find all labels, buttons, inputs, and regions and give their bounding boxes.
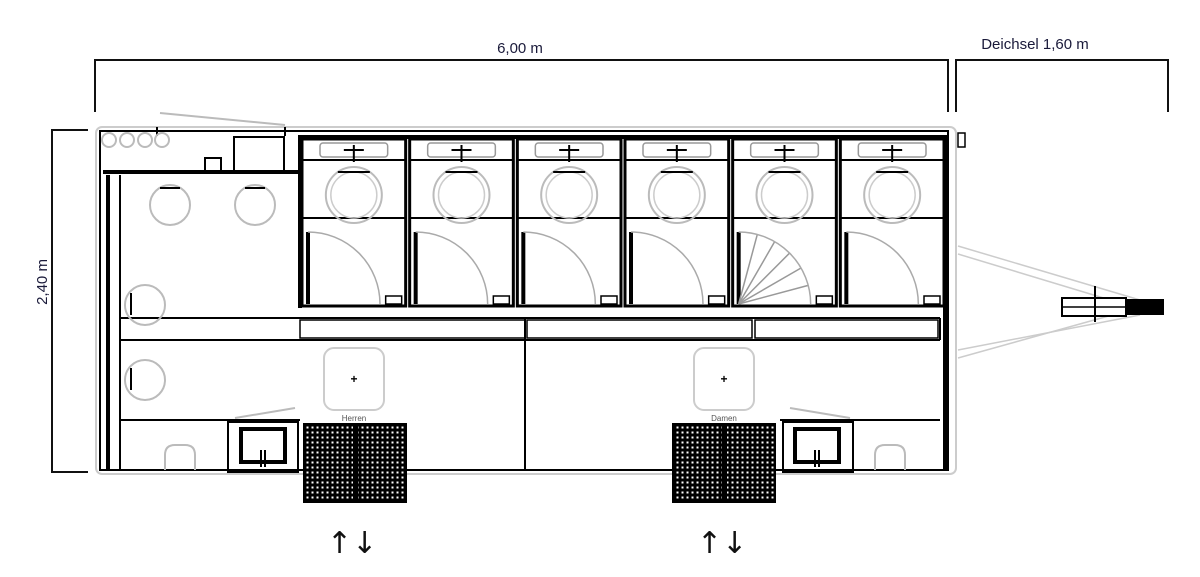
toilet-cabin	[838, 137, 946, 308]
corridor-bench	[299, 319, 526, 339]
women-fixture: +	[693, 347, 755, 411]
toilet-icon	[432, 166, 491, 224]
width-label: 2,40 m	[34, 259, 51, 305]
women-entrance-arrows: ↑↓	[697, 526, 747, 561]
toilet-cabin	[731, 137, 838, 308]
toilet-icon	[540, 166, 599, 224]
width-dimension	[51, 129, 88, 473]
women-label: Damen	[711, 414, 737, 423]
plus-icon: +	[350, 372, 357, 386]
toilet-icon	[647, 166, 706, 224]
drawbar-dimension	[955, 59, 1169, 112]
men-entrance-arrows: ↑↓	[327, 526, 377, 561]
toilet-cabin	[515, 137, 623, 308]
length-label: 6,00 m	[497, 40, 543, 57]
drawbar-label: Deichsel 1,60 m	[981, 36, 1089, 53]
toilet-cabin	[300, 137, 408, 308]
women-entrance-stairs[interactable]	[672, 423, 776, 503]
men-label: Herren	[342, 414, 366, 423]
men-entrance-stairs[interactable]	[303, 423, 407, 503]
toilet-cabin	[408, 137, 515, 308]
men-washbasin	[227, 421, 299, 473]
toilet-cabins	[299, 137, 946, 339]
corridor-bench	[526, 319, 753, 339]
left-room-seats	[130, 187, 265, 390]
toilet-icon	[755, 166, 814, 224]
length-dimension	[94, 59, 949, 112]
men-fixture: +	[323, 347, 385, 411]
toilet-icon	[863, 166, 922, 224]
trailer-outline	[95, 126, 957, 475]
drawbar-hitch	[957, 245, 1164, 359]
toilet-cabin	[623, 137, 731, 308]
toilet-icon	[324, 166, 383, 224]
corridor-bench	[754, 319, 939, 339]
women-washbasin	[782, 421, 854, 473]
left-room-fixtures	[101, 112, 906, 470]
plus-icon: +	[720, 372, 727, 386]
